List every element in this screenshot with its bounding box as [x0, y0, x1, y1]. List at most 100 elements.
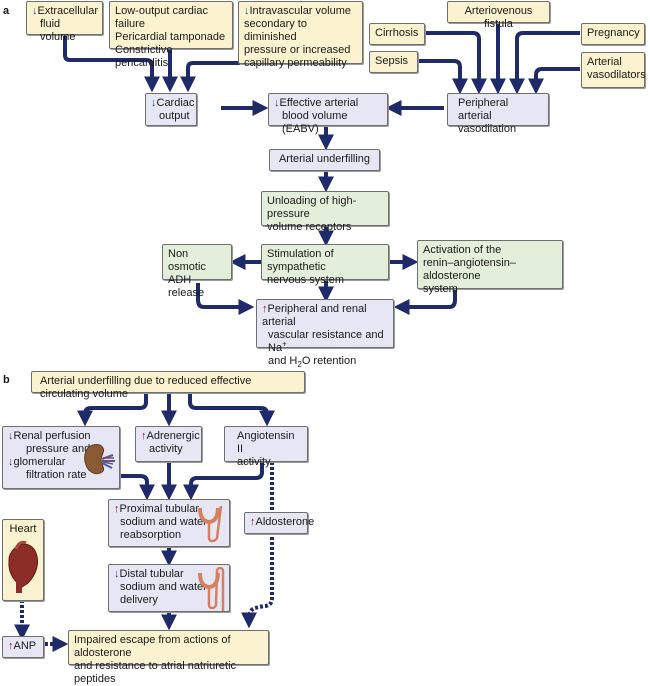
box-text: Arteriovenous fistula: [464, 5, 533, 30]
intravascular-volume-box: ↓Intravascular volume secondary to dimin…: [238, 1, 363, 69]
pregnancy-box: Pregnancy: [581, 23, 645, 45]
box-text: Cardiac: [156, 97, 195, 109]
box-text: Non osmotic: [168, 248, 206, 273]
aldosterone-box: ↑Aldosterone: [244, 512, 314, 534]
heart-box: Heart: [2, 519, 44, 601]
box-text: Renal perfusion: [13, 430, 91, 442]
box-text: Intravascular volume: [249, 5, 352, 17]
increase-arrow-icon: ↑: [141, 430, 147, 442]
distal-tubule-icon: [198, 567, 225, 611]
box-text: secondary to diminished: [244, 18, 307, 43]
box-text: Extracellular: [37, 5, 99, 17]
box-text: renin–angiotensin–aldosterone: [423, 257, 516, 282]
box-text: Pericardial tamponade: [115, 31, 226, 43]
decrease-arrow-icon: ↓: [8, 456, 14, 468]
adrenergic-activity-box: ↑Adrenergic activity: [135, 426, 202, 462]
box-text: Low-output cardiac failure: [115, 5, 208, 30]
box-text: reabsorption: [120, 529, 182, 541]
box-text: Sepsis: [375, 55, 409, 67]
arterial-underfilling-box: Arterial underfilling: [269, 149, 380, 171]
decrease-arrow-icon: ↓: [8, 430, 14, 442]
box-text: Arterial: [587, 56, 622, 68]
raas-activation-box: Activation of the renin–angiotensin–aldo…: [417, 240, 563, 295]
panel-label-a: a: [3, 5, 10, 17]
increase-arrow-icon: ↑: [114, 503, 120, 515]
box-text: Distal tubular: [119, 568, 184, 580]
box-text: Activation of the: [423, 244, 502, 256]
box-text: Peripheral arterial: [458, 97, 509, 122]
extracellular-fluid-volume-box: ↓Extracellular fluid volume: [26, 1, 103, 43]
cirrhosis-box: Cirrhosis: [369, 23, 425, 45]
box-text: Constrictive pericarditis: [115, 44, 173, 69]
box-text: Effective arterial: [279, 97, 359, 109]
box-text: Unloading of high-pressure: [267, 195, 357, 220]
box-text: Pregnancy: [587, 27, 640, 39]
low-output-causes-box: Low-output cardiac failure Pericardial t…: [109, 1, 233, 69]
sympathetic-stimulation-box: Stimulation of sympathetic nervous syste…: [261, 244, 389, 286]
box-text: output: [159, 110, 190, 122]
arterial-vasodilators-box: Arterial vasodilators: [581, 52, 646, 88]
distal-tubular-box: ↓Distal tubular sodium and water deliver…: [108, 564, 230, 612]
box-text: Heart: [9, 523, 37, 535]
box-text: blood volume (EABV): [282, 110, 348, 135]
box-text: vasodilators: [587, 69, 646, 81]
anp-box: ↑ANP: [2, 636, 44, 658]
superscript: +: [282, 339, 287, 349]
vascular-resistance-outcome-box: ↑Peripheral and renal arterial vascular …: [256, 299, 394, 369]
box-text: capillary permeability: [244, 57, 347, 69]
kidney-icon: [84, 443, 115, 475]
box-text: Aldosterone: [255, 516, 315, 528]
decrease-arrow-icon: ↓: [114, 568, 120, 580]
box-text: sodium and water: [120, 581, 207, 593]
angiotensin-activity-box: Angiotensin II activity: [224, 426, 308, 468]
impaired-escape-box: Impaired escape from actions of aldoster…: [68, 630, 269, 685]
arrow-vasodilators-to-pv: [528, 67, 580, 95]
box-text: pressure and: [26, 443, 91, 455]
proximal-tubule-icon: [198, 505, 223, 543]
peripheral-vasodilation-box: Peripheral arterial vasodilation: [447, 93, 549, 135]
arrow-cirrhosis-to-pv: [424, 31, 487, 95]
box-text: glomerular: [13, 456, 66, 468]
increase-arrow-icon: ↑: [8, 640, 14, 652]
subscript: 2: [297, 360, 302, 370]
cardiac-output-box: ↓Cardiac output: [145, 93, 197, 126]
arteriovenous-fistula-box: Arteriovenous fistula: [447, 1, 550, 30]
box-text: nervous system: [267, 274, 345, 286]
arrow-top-to-angiotensin: [188, 392, 275, 427]
panel-label-b: b: [3, 374, 10, 386]
box-text: pressure or increased: [244, 44, 351, 56]
heart-icon: [8, 540, 39, 593]
box-text: ANP: [13, 640, 37, 652]
unloading-receptors-box: Unloading of high-pressure volume recept…: [261, 191, 389, 233]
box-text: Cirrhosis: [375, 27, 419, 39]
box-text: filtration rate: [26, 469, 87, 481]
arterial-underfilling-reduced-volume-box: Arterial underfilling due to reduced eff…: [31, 371, 305, 400]
eabv-box: ↓Effective arterial blood volume (EABV): [268, 93, 388, 135]
box-text: Proximal tubular: [119, 503, 199, 515]
arrow-sepsis-to-pv: [417, 59, 468, 95]
proximal-tubular-box: ↑Proximal tubular sodium and water reabs…: [108, 499, 230, 547]
increase-arrow-icon: ↑: [250, 516, 256, 528]
dashed-arrow-angiotensin-to-escape: [241, 462, 274, 629]
increase-arrow-icon: ↑: [262, 303, 268, 315]
decrease-arrow-icon: ↓: [151, 97, 157, 109]
box-text: activity: [237, 456, 271, 468]
box-text: Peripheral and renal arterial: [262, 303, 367, 328]
box-text: Adrenergic: [146, 430, 200, 442]
box-text: Arterial underfilling due to reduced eff…: [40, 375, 252, 400]
box-text: ADH release: [168, 274, 205, 299]
box-text: Impaired escape from actions of aldoster…: [74, 634, 231, 659]
box-text: Stimulation of sympathetic: [267, 248, 334, 273]
box-text: O retention: [301, 355, 357, 367]
arrow-pregnancy-to-pv: [509, 31, 580, 95]
box-text: activity: [149, 443, 183, 455]
decrease-arrow-icon: ↓: [274, 97, 280, 109]
box-text: and H: [268, 355, 298, 367]
box-text: Arterial underfilling: [278, 153, 371, 165]
renal-perfusion-box: ↓Renal perfusion pressure and ↓glomerula…: [2, 426, 120, 489]
adh-release-box: Non osmotic ADH release: [162, 244, 232, 299]
box-text: sodium and water: [120, 516, 207, 528]
decrease-arrow-icon: ↓: [244, 5, 250, 17]
sepsis-box: Sepsis: [369, 51, 418, 73]
box-text: delivery: [120, 594, 158, 606]
